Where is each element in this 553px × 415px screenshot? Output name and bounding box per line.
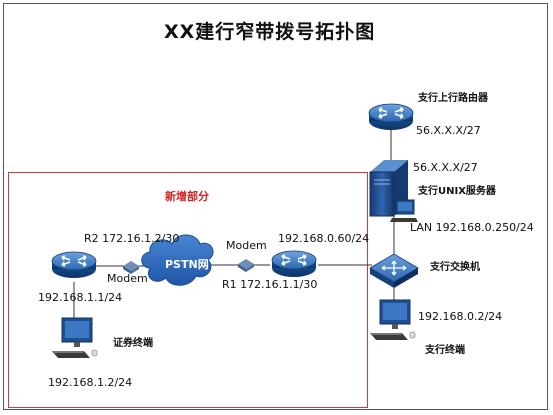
outer-frame (3, 3, 548, 410)
modem-right-label: Modem (226, 239, 267, 252)
new-section-frame (8, 172, 368, 408)
securities-terminal-icon (51, 317, 98, 359)
unix-server-icon (369, 160, 418, 222)
r2-router-icon (51, 251, 97, 279)
pstn-cloud-icon (141, 234, 214, 286)
links (73, 130, 395, 320)
r1-lan-ip: 192.168.0.60/24 (278, 232, 370, 245)
uplink-router-icon (368, 103, 414, 131)
server-wan-ip: 56.X.X.X/27 (413, 161, 478, 174)
r1-wan-label: R1 172.16.1.1/30 (222, 278, 318, 291)
diagram-title: XX建行窄带拨号拓扑图 (164, 21, 376, 43)
securities-terminal-ip: 192.168.1.2/24 (48, 376, 133, 389)
branch-terminal-icon (369, 299, 416, 341)
uplink-router-label: 支行上行路由器 (418, 93, 488, 104)
modem-left-label: Modem (107, 272, 148, 285)
r2-lan-ip: 192.168.1.1/24 (38, 291, 123, 304)
server-lan-ip: LAN 192.168.0.250/24 (410, 221, 534, 234)
branch-terminal-ip: 192.168.0.2/24 (418, 310, 503, 323)
modem-right-icon (238, 259, 254, 272)
pstn-label: PSTN网 (165, 258, 209, 271)
branch-terminal-label: 支行终端 (425, 345, 465, 356)
unix-server-label: 支行UNIX服务器 (418, 186, 496, 197)
switch-icon (369, 253, 419, 288)
uplink-router-ip: 56.X.X.X/27 (416, 124, 481, 137)
r2-wan-label: R2 172.16.1.2/30 (84, 232, 180, 245)
new-section-label: 新增部分 (165, 190, 209, 203)
r1-router-icon (271, 250, 317, 278)
switch-label: 支行交换机 (430, 262, 480, 273)
securities-terminal-label: 证券终端 (113, 338, 153, 349)
